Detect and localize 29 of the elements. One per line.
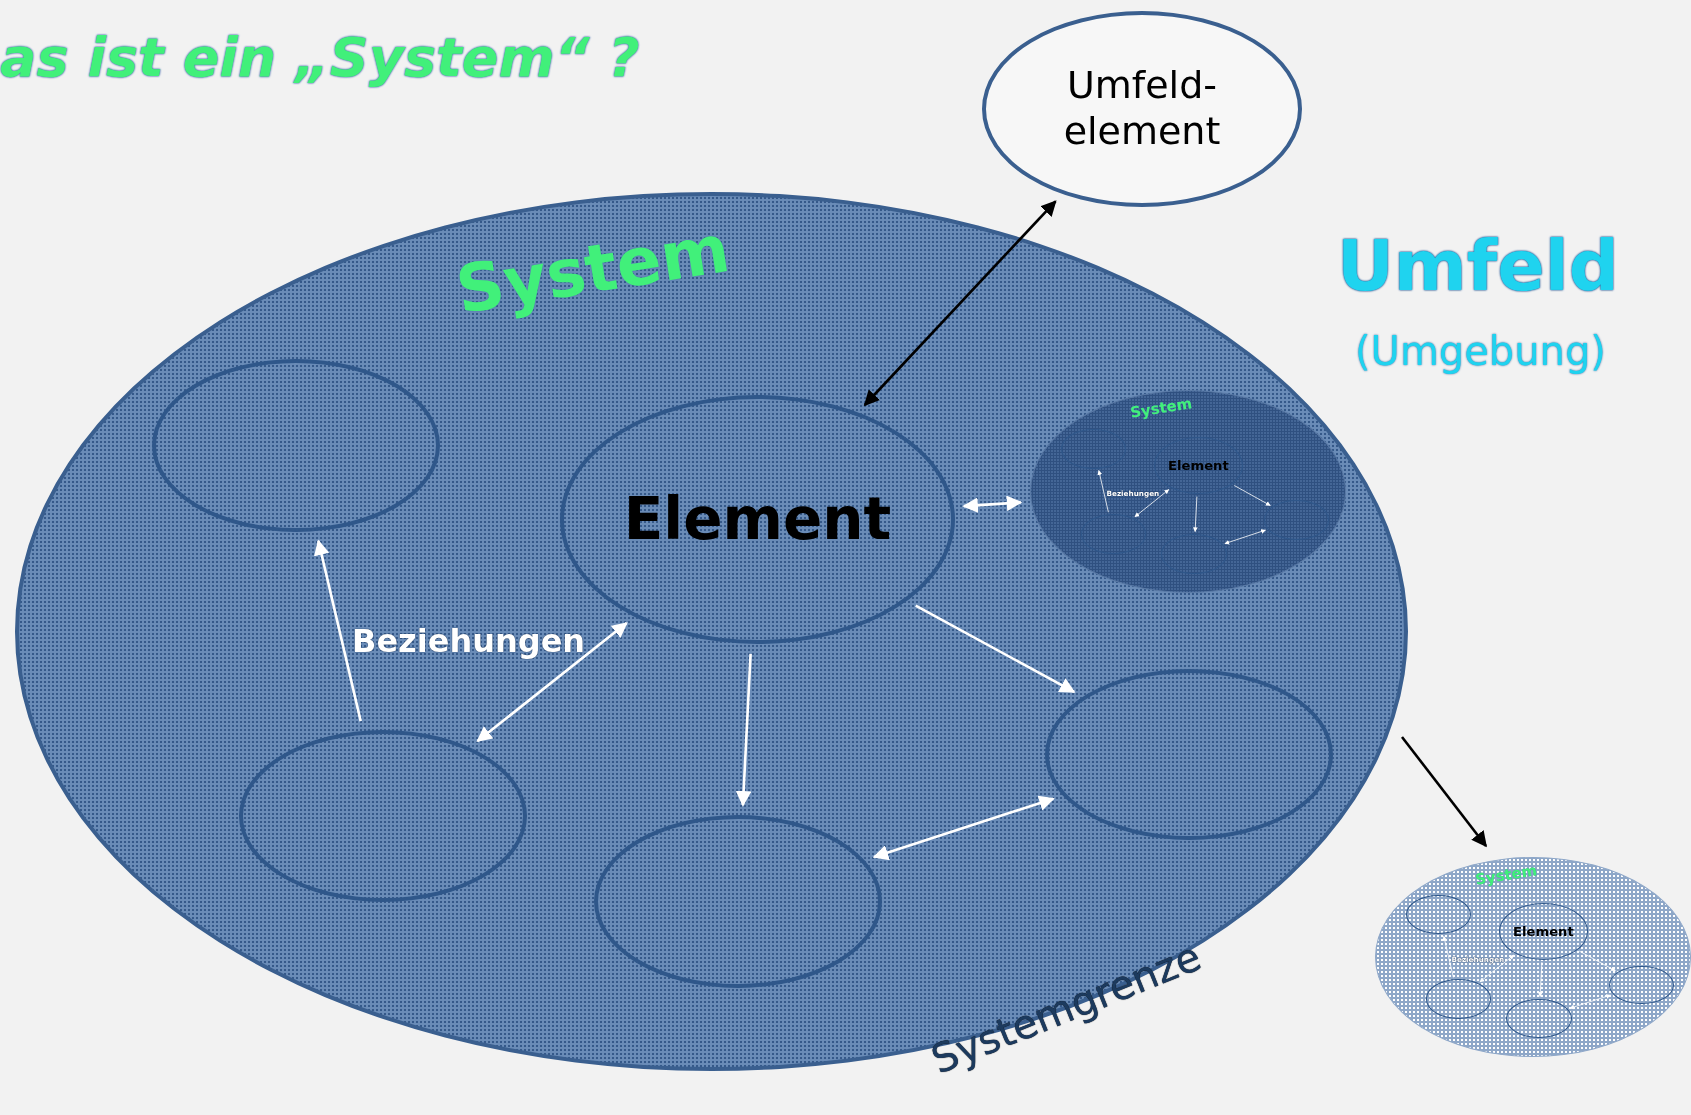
heading: Umfeld bbox=[1337, 225, 1619, 307]
title: as ist ein „System“ ? bbox=[0, 26, 640, 89]
arrow bbox=[735, 653, 752, 807]
system-ellipse bbox=[1030, 390, 1346, 593]
node-label: Element bbox=[1168, 457, 1229, 474]
element-ellipse bbox=[239, 730, 527, 902]
element-ellipse bbox=[594, 815, 882, 988]
double-arrow bbox=[1134, 489, 1170, 518]
arrow bbox=[915, 604, 1076, 694]
arrow bbox=[1400, 736, 1488, 848]
double-arrow bbox=[1479, 954, 1515, 983]
node-label: Element bbox=[623, 484, 892, 555]
system-title: System bbox=[1473, 861, 1539, 889]
double-arrow bbox=[476, 622, 628, 743]
double-arrow bbox=[962, 495, 1023, 513]
element-ellipse bbox=[1425, 979, 1492, 1019]
double-arrow bbox=[1224, 529, 1266, 545]
element-ellipse bbox=[152, 359, 440, 532]
double-arrow bbox=[872, 795, 1055, 861]
double-arrow bbox=[863, 200, 1057, 407]
arrow bbox=[314, 539, 362, 722]
element-ellipse bbox=[1045, 669, 1333, 840]
system-title: System bbox=[1128, 394, 1194, 422]
double-arrow bbox=[1569, 994, 1611, 1010]
system-title: System bbox=[450, 210, 735, 330]
relation-label: Beziehungen bbox=[352, 622, 586, 660]
subheading: (Umgebung) bbox=[1355, 328, 1606, 374]
node-label: Umfeld- element bbox=[1062, 63, 1222, 155]
node-label: Element bbox=[1513, 923, 1574, 940]
